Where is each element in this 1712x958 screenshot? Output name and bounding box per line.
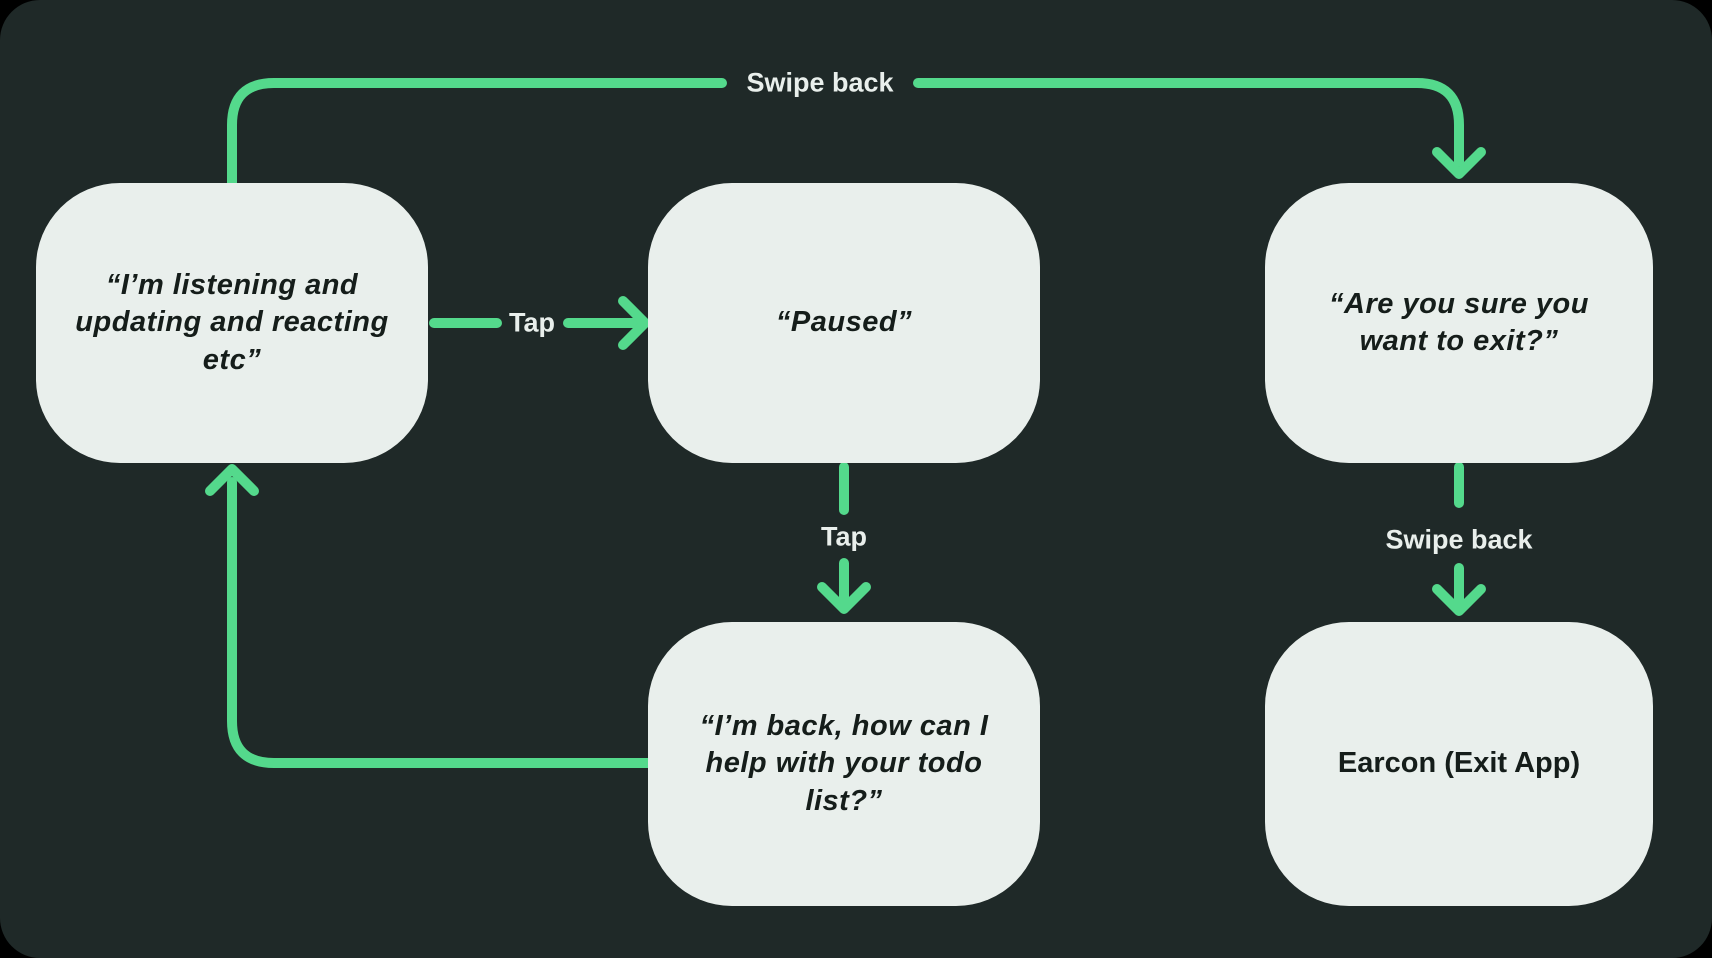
edge-swipe-back-top-right (913, 78, 1464, 167)
edge-label-tap-down: Tap (821, 521, 867, 552)
edge-label-swipe-back-top: Swipe back (746, 67, 894, 98)
node-earcon-exit: Earcon (Exit App) (1265, 622, 1653, 906)
edge-label-tap-right: Tap (509, 307, 555, 338)
node-paused: “Paused” (648, 183, 1040, 463)
node-listening: “I’m listening and updating and reacting… (36, 183, 428, 463)
edge-label-swipe-back-down: Swipe back (1385, 524, 1533, 555)
arrow-up-icon (205, 464, 259, 496)
node-earcon-exit-label: Earcon (Exit App) (1337, 747, 1581, 780)
node-exit-confirm: “Are you sure you want to exit?” (1265, 183, 1653, 463)
node-exit-confirm-label: “Are you sure you want to exit?” (1329, 287, 1589, 357)
node-back-greeting-label: “I’m back, how can I help with your todo… (699, 710, 989, 817)
node-paused-label: “Paused” (775, 306, 913, 339)
arrow-right-icon (618, 296, 650, 350)
arrow-down-icon (1432, 584, 1486, 616)
edge-swipe-back-top-left (227, 78, 727, 188)
arrow-down-icon (817, 582, 871, 614)
node-back-greeting: “I’m back, how can I help with your todo… (648, 622, 1040, 906)
edge-return-loop (227, 477, 653, 768)
node-listening-label: “I’m listening and updating and reacting… (75, 269, 389, 376)
arrow-down-icon (1432, 147, 1486, 179)
